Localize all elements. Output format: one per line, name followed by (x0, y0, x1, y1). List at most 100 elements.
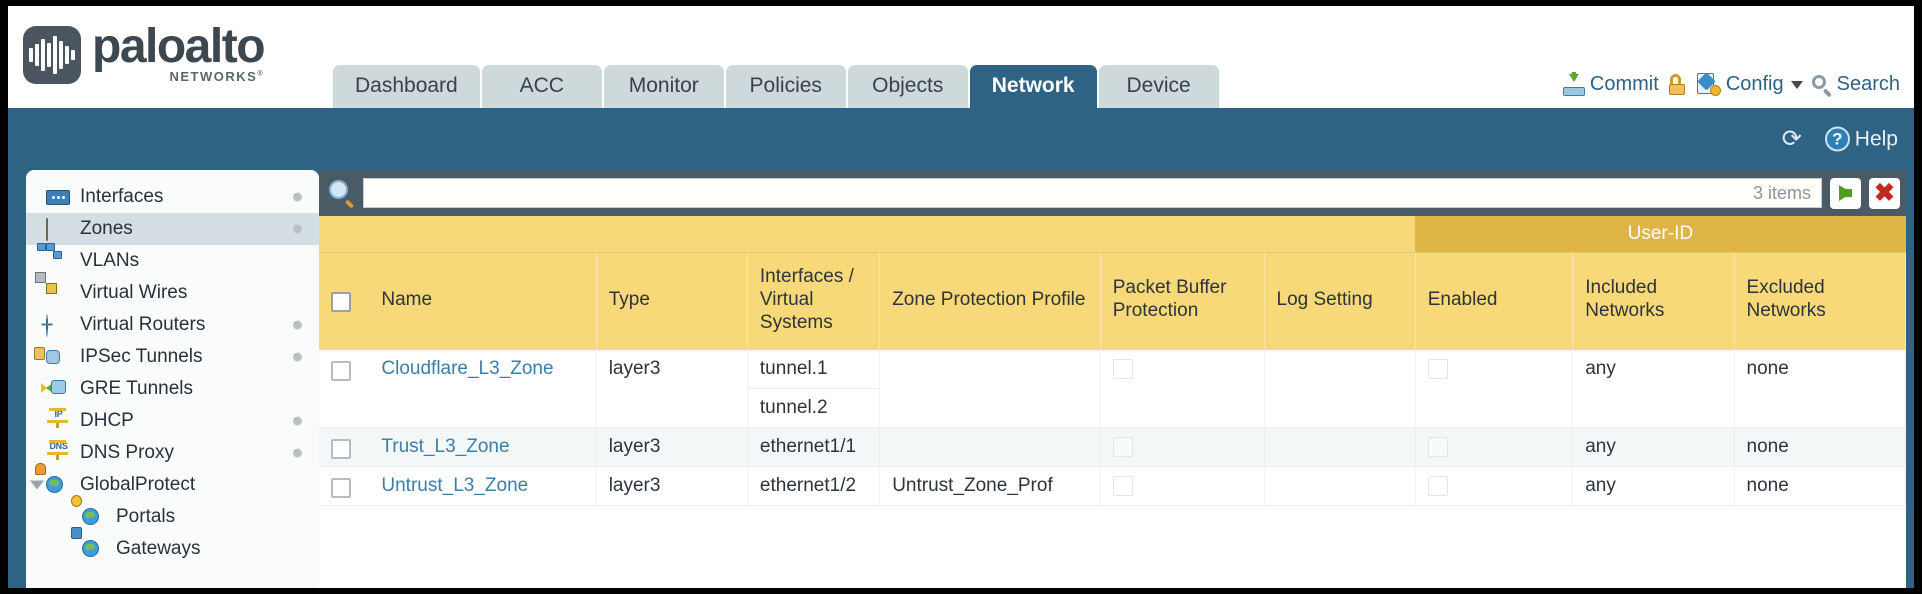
column-header-included-networks[interactable]: Included Networks (1572, 252, 1735, 350)
tab-policies[interactable]: Policies (725, 65, 846, 108)
interface-value: tunnel.2 (759, 397, 828, 418)
column-header-zone-protection-profile[interactable]: Zone Protection Profile (879, 252, 1101, 350)
column-header-type[interactable]: Type (596, 252, 748, 350)
cell-included-networks: any (1572, 466, 1735, 506)
column-header-name[interactable]: Name (369, 252, 597, 350)
packet-buffer-protection-checkbox[interactable] (1112, 358, 1133, 379)
status-dot-icon (293, 448, 302, 458)
cell-interfaces: ethernet1/1 (747, 427, 881, 467)
cell-type: layer3 (596, 427, 748, 467)
group-header-user-id: User-ID (1415, 216, 1906, 253)
expander-triangle-icon[interactable] (30, 480, 44, 490)
sidebar-item-vlans[interactable]: VLANs (26, 242, 319, 277)
tab-acc[interactable]: ACC (481, 65, 602, 108)
chevron-down-icon (1790, 80, 1803, 89)
row-select-cell (319, 427, 370, 467)
cell-name: Trust_L3_Zone (369, 427, 597, 467)
cell-enabled (1415, 350, 1574, 428)
globalprotect-icon (35, 462, 72, 496)
cell-log-setting (1264, 350, 1416, 428)
sidebar-item-label: GlobalProtect (80, 474, 196, 495)
cell-enabled (1415, 466, 1574, 506)
sidebar-item-interfaces[interactable]: Interfaces (26, 181, 319, 213)
sidebar-item-gre-tunnels[interactable]: GRE Tunnels (26, 373, 319, 405)
row-checkbox[interactable] (331, 360, 351, 381)
tab-device[interactable]: Device (1098, 65, 1219, 108)
tab-objects[interactable]: Objects (847, 65, 968, 108)
commit-label: Commit (1589, 73, 1659, 95)
packet-buffer-protection-checkbox[interactable] (1112, 436, 1133, 457)
column-header-interfaces-virtual-systems[interactable]: Interfaces / Virtual Systems (747, 252, 881, 350)
brand-logo: paloalto NETWORKS® (23, 20, 266, 84)
config-menu[interactable]: Config (1696, 72, 1803, 96)
search-magnifier-icon[interactable] (329, 180, 355, 209)
sidebar-item-virtual-wires[interactable]: Virtual Wires (26, 271, 319, 309)
sidebar-item-label: GRE Tunnels (80, 378, 193, 399)
tab-network[interactable]: Network (969, 65, 1097, 108)
user-id-enabled-checkbox[interactable] (1427, 475, 1448, 496)
help-button[interactable]: ? Help (1824, 126, 1898, 152)
select-all-checkbox[interactable] (331, 291, 351, 312)
main-panel: 3 items ✖ (319, 170, 1906, 588)
packet-buffer-protection-checkbox[interactable] (1112, 475, 1133, 496)
sidebar-item-label: VLANs (80, 250, 140, 271)
help-icon: ? (1824, 126, 1850, 152)
band-actions: ⟳ ? Help (1781, 125, 1898, 152)
sidebar-item-ipsec-tunnels[interactable]: IPSec Tunnels (26, 341, 319, 373)
refresh-icon[interactable]: ⟳ (1781, 125, 1802, 152)
status-dot-icon (293, 352, 302, 362)
cell-name: Cloudflare_L3_Zone (369, 350, 597, 428)
tab-monitor[interactable]: Monitor (603, 65, 724, 108)
status-dot-icon (293, 320, 302, 330)
brand-tagline: NETWORKS® (169, 69, 265, 84)
select-all-header (319, 252, 370, 350)
cell-zone-protection-profile: Untrust_Zone_Prof (879, 466, 1101, 506)
sidebar-item-gateways[interactable]: Gateways (26, 526, 319, 565)
sidebar-item-label: Zones (80, 218, 133, 239)
cell-included-networks: any (1572, 427, 1735, 467)
search-button[interactable]: Search (1811, 73, 1900, 98)
commit-button[interactable]: Commit (1562, 71, 1659, 96)
status-dot-icon (293, 224, 302, 234)
sidebar-item-label: Virtual Wires (80, 282, 188, 303)
row-checkbox[interactable] (331, 477, 351, 498)
virtual-wires-icon (35, 271, 72, 304)
sidebar-item-virtual-routers[interactable]: Virtual Routers (26, 309, 319, 341)
tab-dashboard[interactable]: Dashboard (333, 65, 480, 108)
brand-name: paloalto (92, 20, 266, 73)
row-checkbox[interactable] (331, 438, 351, 459)
column-header-log-setting[interactable]: Log Setting (1264, 252, 1416, 350)
apply-filter-button[interactable] (1830, 177, 1861, 209)
zone-name-link[interactable]: Cloudflare_L3_Zone (381, 358, 554, 379)
sidebar-item-zones[interactable]: Zones (26, 213, 319, 245)
column-header-enabled[interactable]: Enabled (1415, 252, 1574, 350)
cell-log-setting (1264, 427, 1416, 467)
user-id-enabled-checkbox[interactable] (1427, 358, 1448, 379)
config-icon (1696, 72, 1721, 96)
column-header-excluded-networks[interactable]: Excluded Networks (1734, 252, 1906, 350)
padlock-icon (1668, 74, 1688, 95)
config-lock-button[interactable] (1668, 74, 1688, 95)
zone-name-link[interactable]: Trust_L3_Zone (381, 436, 510, 457)
column-header-packet-buffer-protection[interactable]: Packet Buffer Protection (1100, 252, 1265, 350)
zones-icon (46, 217, 72, 241)
search-input[interactable]: 3 items (363, 178, 1822, 208)
zone-name-link[interactable]: Untrust_L3_Zone (381, 475, 529, 496)
sidebar-item-portals[interactable]: Portals (26, 494, 319, 533)
apply-arrow-icon (1839, 185, 1852, 201)
cell-excluded-networks: none (1734, 466, 1906, 506)
user-id-enabled-checkbox[interactable] (1427, 436, 1448, 457)
clear-filter-button[interactable]: ✖ (1869, 177, 1900, 209)
sidebar-item-globalprotect[interactable]: GlobalProtect (26, 462, 319, 501)
cell-packet-buffer-protection (1100, 466, 1265, 506)
interface-value: tunnel.1 (747, 350, 880, 389)
search-icon (1811, 74, 1832, 98)
